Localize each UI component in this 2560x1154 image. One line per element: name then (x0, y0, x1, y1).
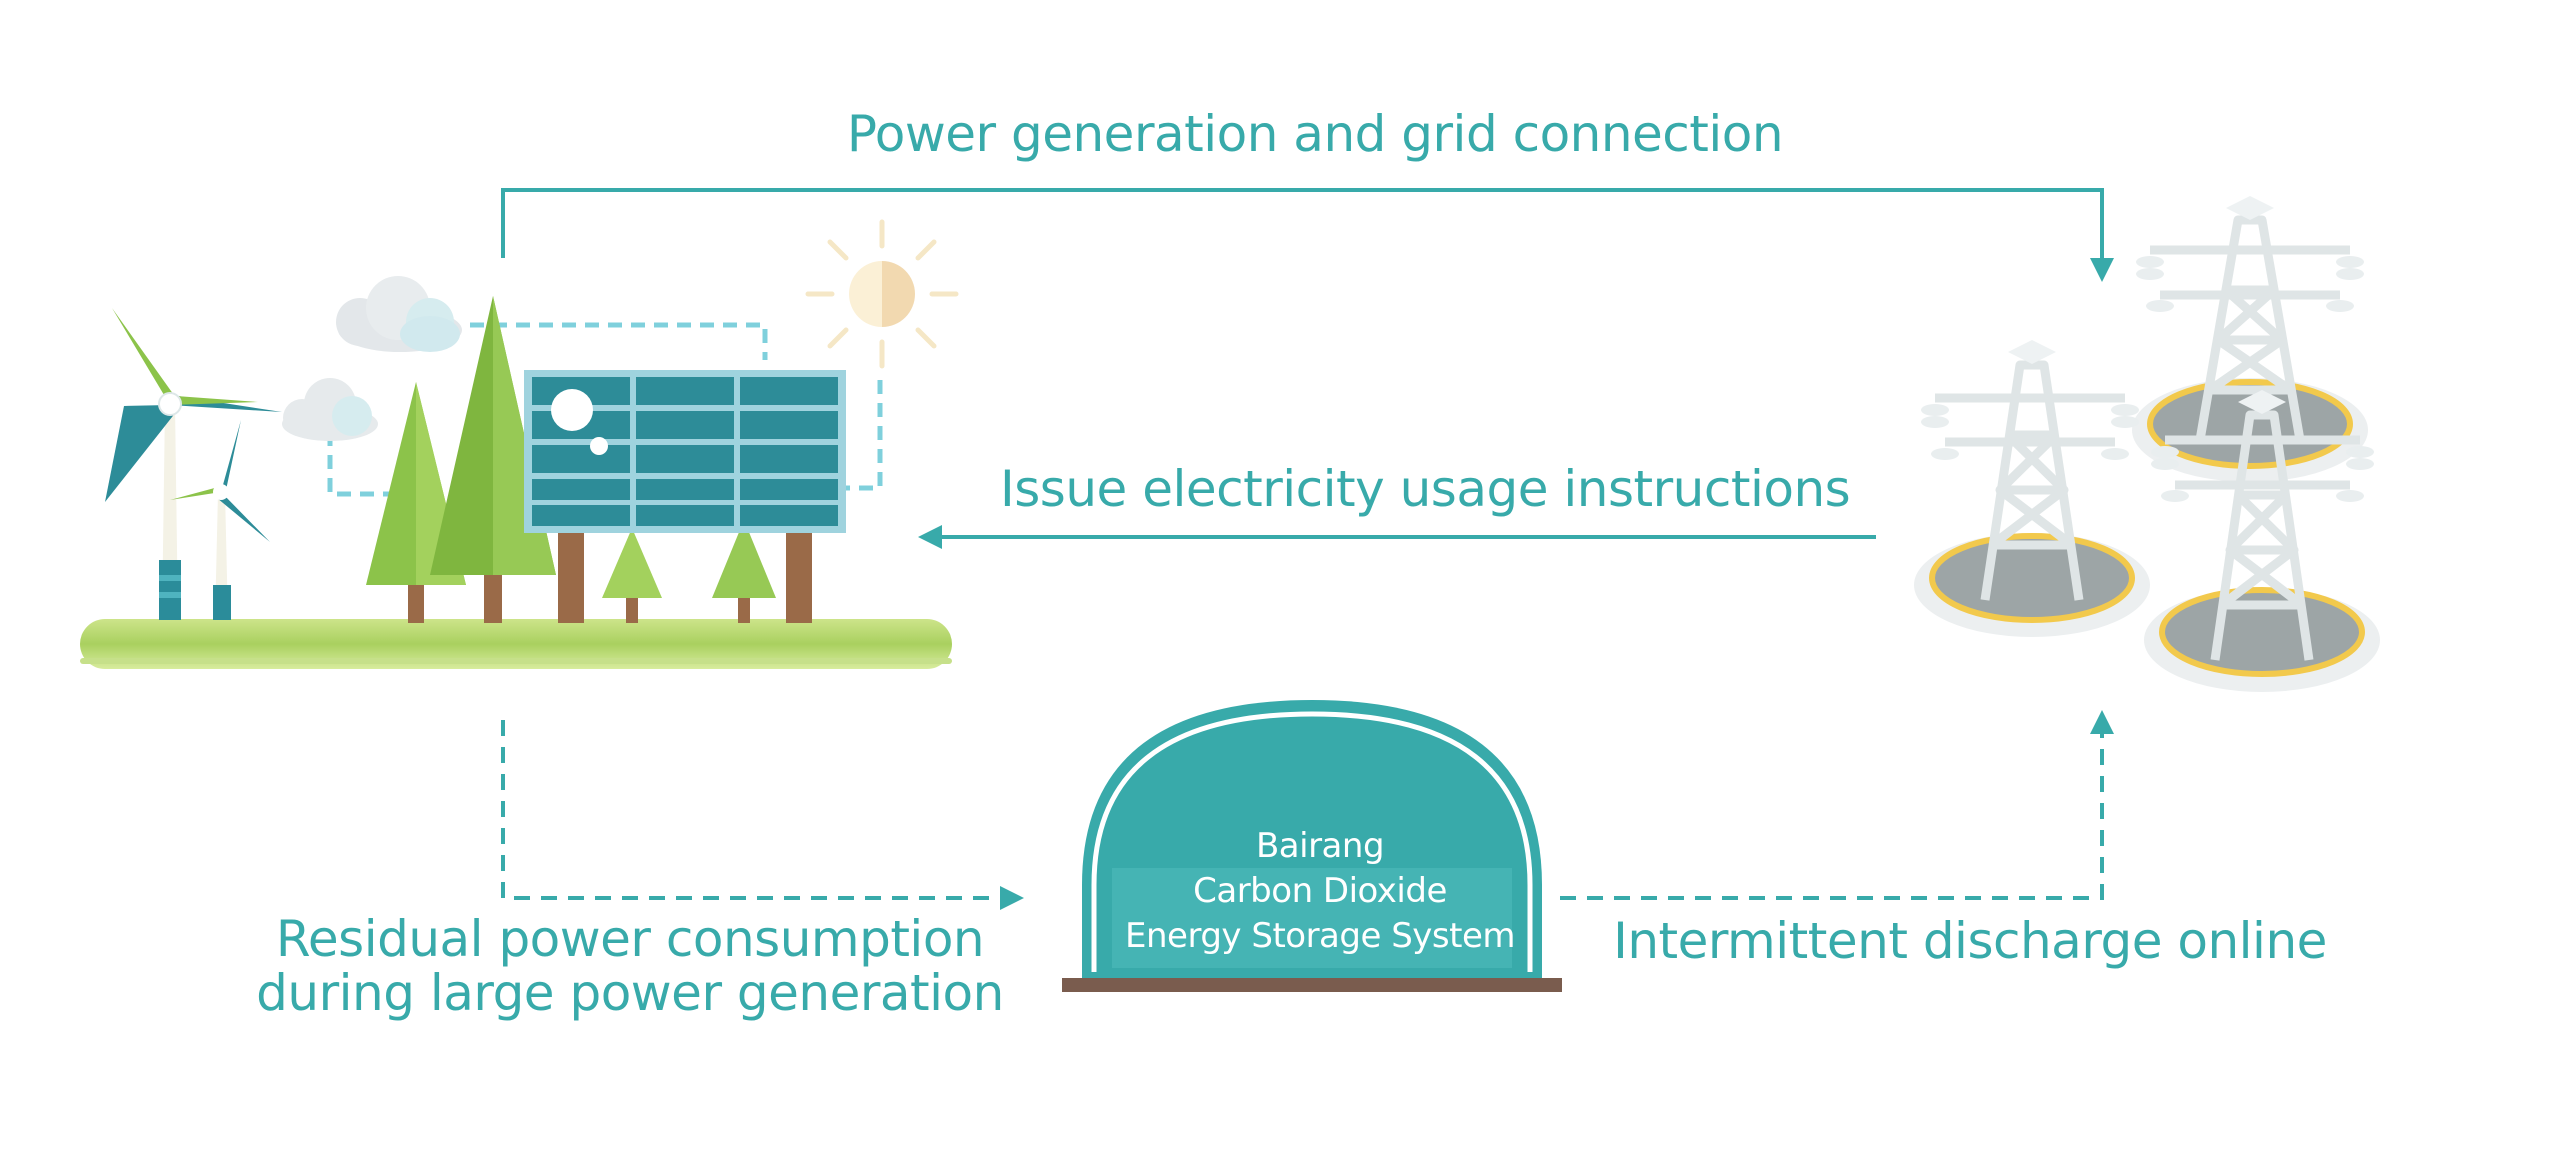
storage-dome (1062, 700, 1562, 992)
solar-panel-icon (524, 370, 846, 623)
cloud-link-line (327, 432, 395, 497)
storage-label-line2: Carbon Dioxide (1193, 871, 1447, 911)
ground-strip (80, 619, 952, 669)
wind-turbine-icon (105, 308, 282, 620)
storage-label-line3: Energy Storage System (1125, 916, 1515, 956)
transmission-tower-icon (2144, 390, 2380, 692)
transmission-tower-icon (1914, 340, 2150, 637)
cloud-icon (336, 276, 462, 352)
usage-instructions-label: Issue electricity usage instructions (1000, 460, 1851, 518)
residual-power-label: Residual power consumption during large … (240, 912, 1020, 1020)
transmission-towers (1914, 196, 2380, 692)
tree-icon (602, 528, 662, 623)
intermittent-discharge-label: Intermittent discharge online (1613, 912, 2327, 970)
storage-system-label: Bairang Carbon Dioxide Energy Storage Sy… (1085, 824, 1555, 959)
residual-power-label-line1: Residual power consumption (275, 910, 985, 968)
storage-label-line1: Bairang (1255, 826, 1385, 866)
grid-connection-label: Power generation and grid connection (846, 105, 1784, 163)
sun-icon (805, 219, 959, 369)
renewable-scene (80, 219, 959, 669)
wind-turbine-icon (170, 420, 270, 620)
arrow-grid-connection (501, 188, 2114, 282)
sun-link-line (842, 380, 883, 491)
flow-connectors (501, 188, 2114, 910)
arrow-intermittent-discharge (1560, 710, 2114, 900)
arrow-residual-power (501, 720, 1024, 910)
residual-power-label-line2: during large power generation (256, 964, 1004, 1022)
tree-icon (712, 520, 776, 623)
solar-link-line (470, 322, 768, 360)
cloud-icon (282, 378, 378, 441)
